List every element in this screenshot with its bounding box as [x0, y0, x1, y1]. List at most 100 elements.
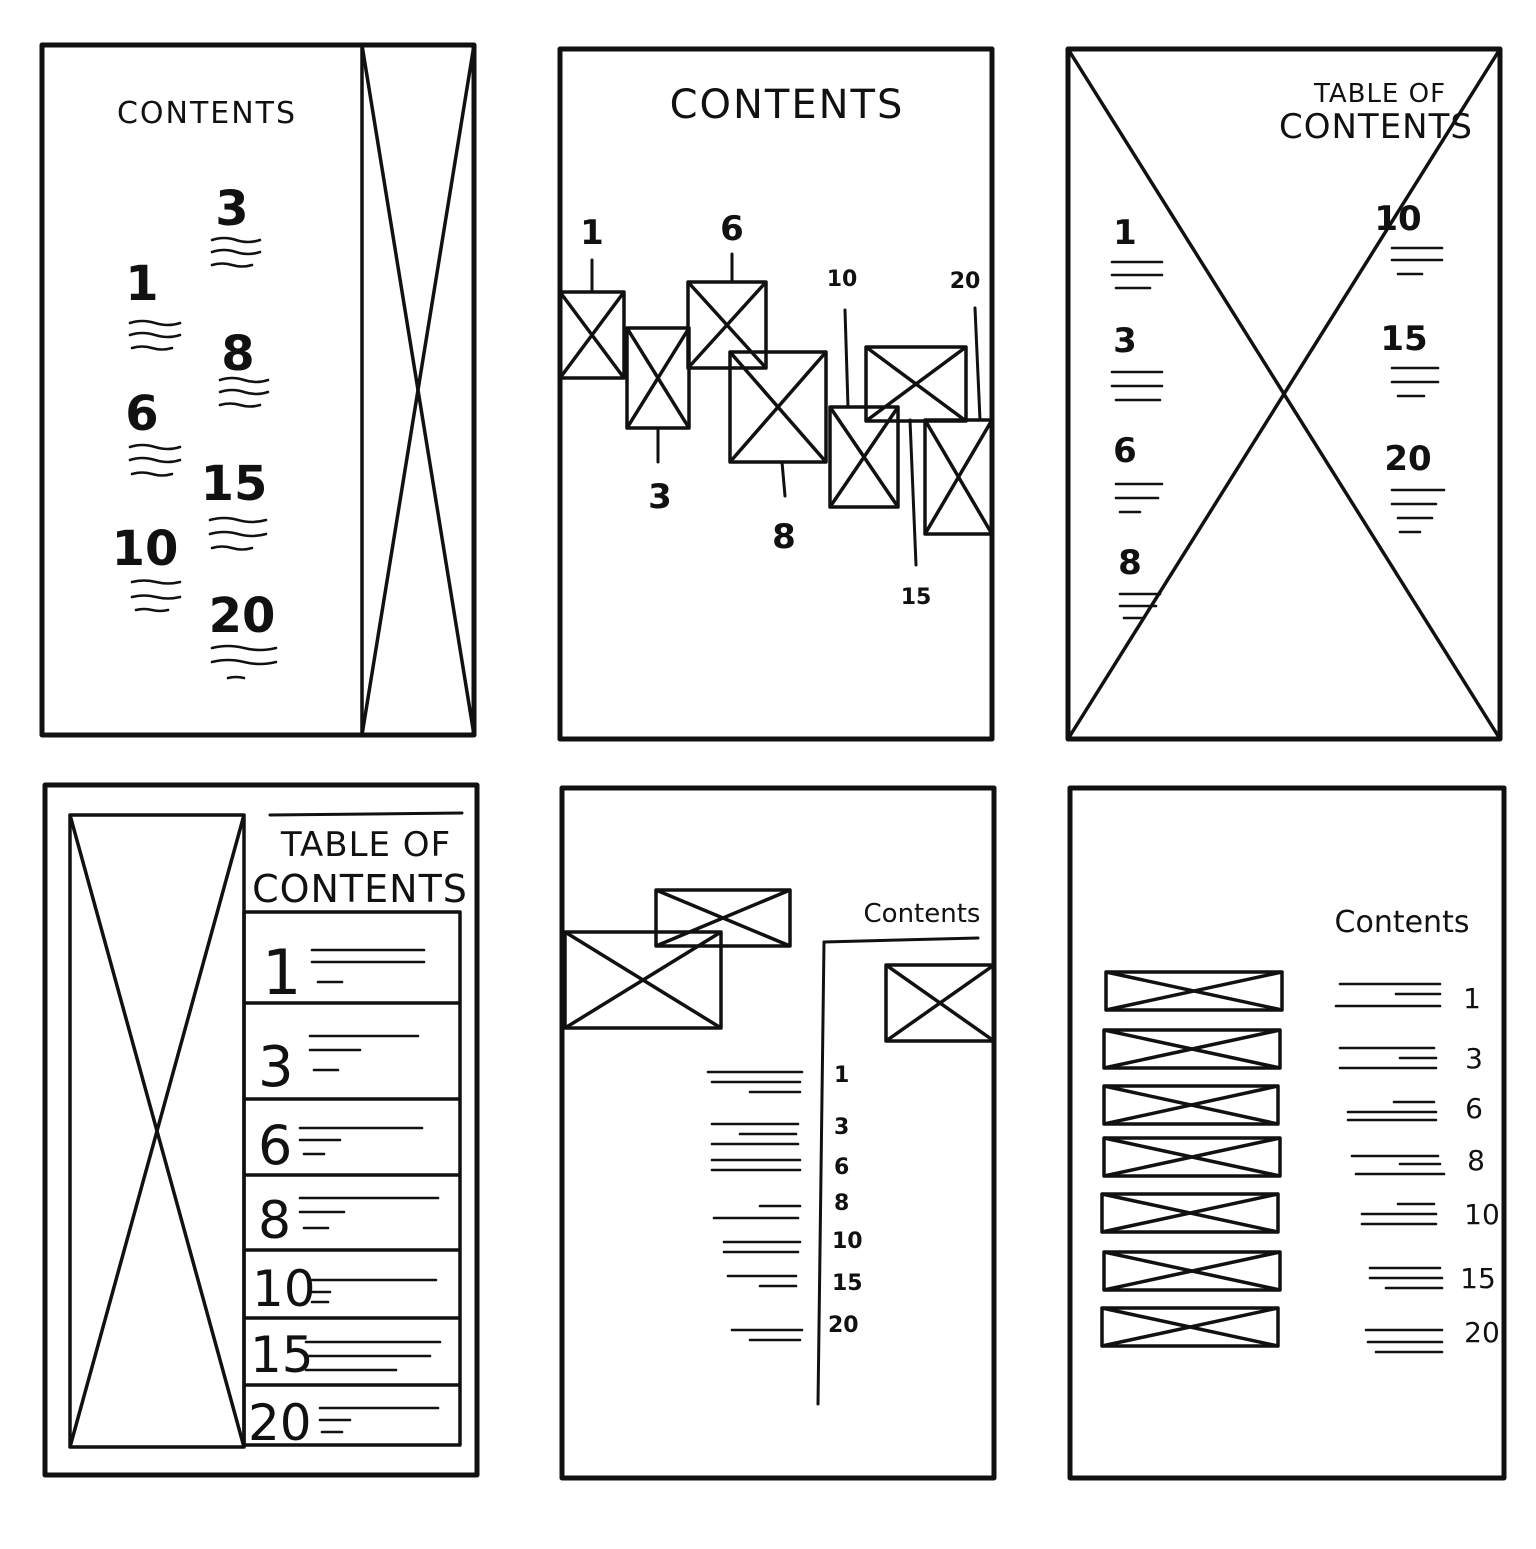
sketch-5-image-placeholder — [654, 888, 792, 948]
sketch-5-entry-text — [710, 1122, 800, 1146]
sketch-6-frame — [1067, 785, 1507, 1481]
sketch-5-entry-number: 1 — [834, 1063, 849, 1088]
sketch-6-thumbnail — [1102, 1028, 1282, 1070]
sketch-1-entry-number: 1 — [125, 256, 158, 312]
sketch-4-entry-number: 8 — [258, 1191, 291, 1251]
sketch-4-entry-text — [308, 1034, 420, 1072]
sketch-5-entry-number: 10 — [832, 1229, 863, 1254]
sketch-3-entry-text — [1390, 246, 1444, 276]
sketch-4-entry-number: 6 — [258, 1114, 292, 1177]
sketch-2-thumbnail — [686, 280, 768, 370]
sketch-5-toc-rule — [816, 936, 980, 1406]
sketch-2-entry-number: 20 — [950, 269, 981, 294]
sketch-4-frame — [42, 782, 480, 1478]
sketch-3-entry-number: 3 — [1113, 321, 1137, 361]
sketch-1-entry-text — [128, 443, 182, 477]
sketch-4-entry-number: 3 — [258, 1035, 294, 1100]
sketch-2-entry-number: 1 — [580, 213, 604, 253]
sketch-3-title-line-1: TABLE OF — [1313, 79, 1446, 109]
sketch-3-entry-text — [1110, 260, 1164, 290]
sketch-1-entry-text — [210, 236, 262, 268]
sketch-3: TABLE OF CONTENTS 1 3 6 8 10 15 20 — [1065, 46, 1503, 742]
sketch-3-entry-number: 6 — [1113, 431, 1137, 471]
sketch-4-entry-number: 15 — [250, 1326, 314, 1384]
sketch-5-entry-number: 3 — [834, 1115, 849, 1140]
sketch-4-image-placeholder — [68, 813, 246, 1449]
sketch-4-entry-text — [298, 1126, 424, 1156]
sketch-2-entry-number: 6 — [720, 209, 744, 249]
sketch-6: Contents 1 3 6 8 10 15 20 — [1067, 785, 1507, 1481]
sketch-6-entry-number: 6 — [1465, 1092, 1483, 1125]
sketch-4-entry-text — [310, 948, 426, 984]
sketch-1-entry-text — [218, 376, 270, 408]
sketch-1-title: CONTENTS — [117, 96, 297, 131]
sketch-6-entry-text — [1364, 1328, 1444, 1354]
sketch-5-entry-text — [706, 1070, 804, 1094]
sketch-6-entry-number: 1 — [1463, 982, 1481, 1015]
sketch-3-entry-number: 20 — [1384, 439, 1431, 479]
sketch-4: TABLE OF CONTENTS 1 3 6 8 10 15 20 — [42, 782, 480, 1478]
sketch-1-entry-text — [128, 319, 182, 351]
sketch-5-entry-number: 8 — [834, 1191, 849, 1216]
sketch-6-entry-text — [1346, 1100, 1438, 1122]
sketch-2-title: CONTENTS — [670, 82, 905, 128]
sketch-3-frame — [1065, 46, 1503, 742]
sketch-1-entry-number: 6 — [125, 386, 158, 442]
sketch-5-entry-number: 15 — [832, 1271, 863, 1296]
sketch-3-entry-text — [1118, 592, 1162, 620]
sketch-5-entry-text — [710, 1158, 802, 1172]
sketch-4-entry-number: 1 — [262, 936, 301, 1009]
sketch-4-title-line-2: CONTENTS — [252, 867, 468, 911]
sketch-1-entry-number: 8 — [221, 326, 254, 382]
sketch-5-image-placeholder — [884, 963, 996, 1043]
sketch-6-thumbnail — [1102, 1136, 1282, 1178]
sketch-3-title-line-2: CONTENTS — [1279, 107, 1473, 147]
sketch-6-entry-number: 10 — [1464, 1198, 1500, 1231]
sketch-4-entry-text — [304, 1340, 442, 1372]
sketch-3-entry-number: 1 — [1113, 213, 1137, 253]
sketch-6-entry-number: 15 — [1460, 1262, 1496, 1295]
sketch-3-entry-text — [1110, 370, 1164, 402]
sketch-3-entry-text — [1114, 482, 1164, 514]
sketch-6-title: Contents — [1335, 905, 1470, 940]
sketch-5-entry-text — [730, 1328, 804, 1342]
sketch-6-thumbnail — [1100, 1306, 1280, 1348]
sketch-5-entry-number: 20 — [828, 1313, 859, 1338]
sketch-4-entry-text — [298, 1196, 440, 1230]
sketch-1-image-placeholder — [360, 43, 476, 737]
sketch-2-frame — [557, 46, 995, 742]
sketch-1-entry-number: 15 — [201, 456, 268, 512]
sketch-1-entry-text — [130, 579, 182, 613]
sketch-6-entry-number: 8 — [1467, 1144, 1485, 1177]
sketch-4-entry-number: 20 — [248, 1394, 312, 1452]
sketch-5-entry-text — [722, 1240, 802, 1254]
sketch-2-entry-number: 8 — [772, 517, 796, 557]
sketch-2-thumbnail — [728, 350, 828, 464]
sketch-6-entry-text — [1334, 982, 1442, 1008]
sketch-6-entry-text — [1360, 1202, 1438, 1226]
sketch-4-entry-number: 10 — [252, 1260, 316, 1318]
sketch-4-title-line-1: TABLE OF — [280, 825, 451, 865]
sketch-5-frame — [559, 785, 997, 1481]
sketch-3-entry-text — [1390, 366, 1440, 398]
sketch-4-title-rule — [268, 811, 464, 817]
sketch-2-leader-lines — [590, 252, 982, 567]
sketch-5-entry-text — [726, 1274, 798, 1288]
sketch-1-entry-number: 3 — [215, 181, 248, 237]
sketch-6-entry-text — [1350, 1154, 1446, 1176]
sketch-4-toc-table — [242, 910, 462, 1447]
sketch-2: CONTENTS 1 6 10 20 3 8 15 — [557, 46, 995, 742]
sketch-1-entry-number: 10 — [112, 521, 179, 577]
sketch-6-thumbnail — [1102, 1250, 1282, 1292]
sketch-2-thumbnail — [864, 345, 968, 423]
sketch-3-background-image-placeholder — [1066, 48, 1502, 740]
sketch-3-entry-number: 10 — [1374, 199, 1421, 239]
sketch-6-thumbnail — [1102, 1084, 1280, 1126]
sketch-5-entry-text — [712, 1204, 802, 1220]
sketch-3-entry-number: 15 — [1380, 319, 1427, 359]
sketch-2-thumbnail — [625, 326, 691, 430]
sketch-6-entry-text — [1368, 1266, 1444, 1290]
sketch-6-thumbnail — [1104, 970, 1284, 1012]
sketch-6-entry-number: 3 — [1465, 1042, 1483, 1075]
